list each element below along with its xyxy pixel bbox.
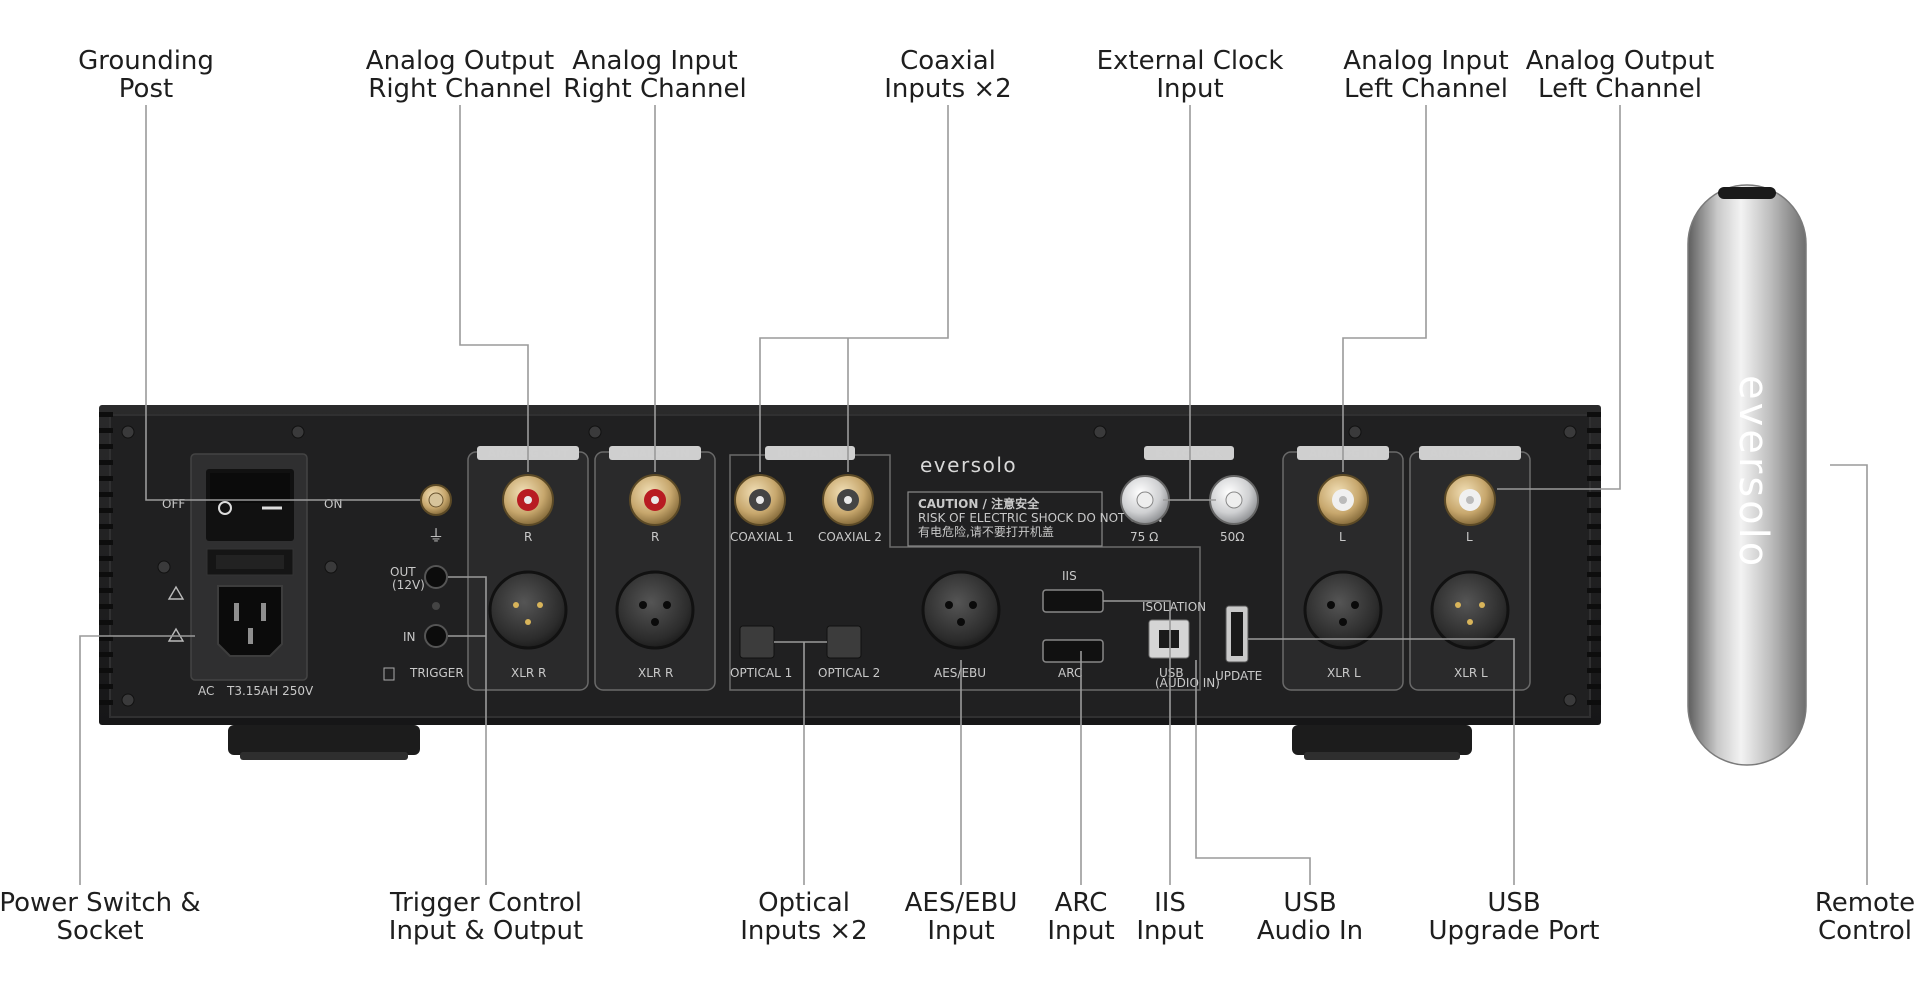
r-mark-icon — [383, 667, 395, 681]
xlr-l-label-2: XLR L — [1454, 666, 1488, 680]
leader-lines — [79, 105, 1868, 885]
caution-line-2: 有电危险,请不要打开机盖 — [918, 524, 1054, 539]
caution-title: CAUTION / 注意安全 — [918, 496, 1040, 511]
left-foot — [228, 725, 420, 755]
optical-1-port[interactable] — [739, 625, 775, 659]
iis-hdmi-port[interactable] — [1042, 589, 1104, 613]
xlr-l-label: XLR L — [1327, 666, 1361, 680]
trigger-ports[interactable] — [424, 565, 448, 648]
remote-control: eversolo — [1687, 184, 1807, 766]
digital-in-block: DIGITAL IN COAXIAL 1 COAXIAL 2 OPTICAL 1… — [729, 446, 1220, 691]
usb-label: USB — [1159, 666, 1184, 680]
xlr-out-right[interactable] — [488, 570, 568, 650]
optical-2-label: OPTICAL 2 — [818, 666, 880, 680]
digital-in-label: DIGITAL IN — [777, 447, 843, 460]
caution-box: CAUTION / 注意安全 RISK OF ELECTRIC SHOCK DO… — [907, 491, 1162, 547]
arc-label: ARC — [1058, 666, 1082, 680]
aes-ebu-label: AES/EBU — [934, 666, 986, 680]
isolation-label: ISOLATION — [1142, 600, 1206, 614]
xlr-out-left[interactable] — [1430, 570, 1510, 650]
ohm75-label: 75 Ω — [1130, 530, 1158, 544]
iec-power-socket[interactable] — [217, 585, 283, 657]
xlr-in-left[interactable] — [1303, 570, 1383, 650]
trigger-out-label: OUT — [390, 565, 416, 579]
right-foot — [1292, 725, 1472, 755]
warning-icon — [167, 585, 185, 642]
l-label-2: L — [1466, 530, 1473, 544]
off-label: OFF — [162, 497, 185, 511]
r-label: R — [524, 530, 532, 544]
analog-in-left-block: ANALOG IN L XLR L — [1282, 446, 1404, 691]
analog-out-right-block: ANALOG OUT R XLR R — [467, 446, 589, 691]
trigger-out-voltage: (12V) — [392, 578, 425, 592]
ground-symbol-icon: ⏚ — [428, 526, 444, 545]
analog-out-left-block: ANALOG OUT L XLR L — [1409, 446, 1531, 691]
arc-hdmi-port[interactable] — [1042, 639, 1104, 663]
grounding-post[interactable] — [420, 484, 452, 516]
xlr-r-label-2: XLR R — [638, 666, 673, 680]
ohm50-label: 50Ω — [1220, 530, 1244, 544]
optical-1-label: OPTICAL 1 — [730, 666, 792, 680]
callout-power-switch: Power Switch &Socket — [0, 888, 201, 946]
panel-screws — [121, 425, 1577, 707]
coaxial-2-label: COAXIAL 2 — [818, 530, 882, 544]
analog-out-l-label: ANALOG OUT — [1430, 447, 1511, 460]
left-heatsink-fins — [99, 412, 113, 705]
caution-line-1: RISK OF ELECTRIC SHOCK DO NOT OPEN — [918, 511, 1162, 525]
ac-label: AC — [198, 684, 214, 698]
brand-logo: eversolo — [920, 453, 1017, 477]
optical-2-port[interactable] — [826, 625, 862, 659]
trigger-in-label: IN — [403, 630, 416, 644]
r-label-2: R — [651, 530, 659, 544]
power-module: OFF ON AC T3.15AH 250V — [162, 453, 342, 698]
xlr-in-right[interactable] — [615, 570, 695, 650]
xlr-r-label: XLR R — [511, 666, 546, 680]
analog-in-right-block: ANALOG IN R XLR R — [594, 446, 716, 691]
update-label: UPDATE — [1215, 669, 1262, 683]
on-label: ON — [324, 497, 342, 511]
fuse-rating: T3.15AH 250V — [226, 684, 314, 698]
aes-ebu-port[interactable] — [921, 570, 1001, 650]
remote-brand-logo: eversolo — [1730, 375, 1776, 569]
iis-label: IIS — [1062, 569, 1077, 583]
trigger-label: TRIGGER — [409, 666, 464, 680]
coaxial-1-label: COAXIAL 1 — [730, 530, 794, 544]
usb-sub-label: (AUDIO IN) — [1155, 676, 1220, 690]
right-heatsink-fins — [1587, 412, 1601, 705]
l-label: L — [1339, 530, 1346, 544]
